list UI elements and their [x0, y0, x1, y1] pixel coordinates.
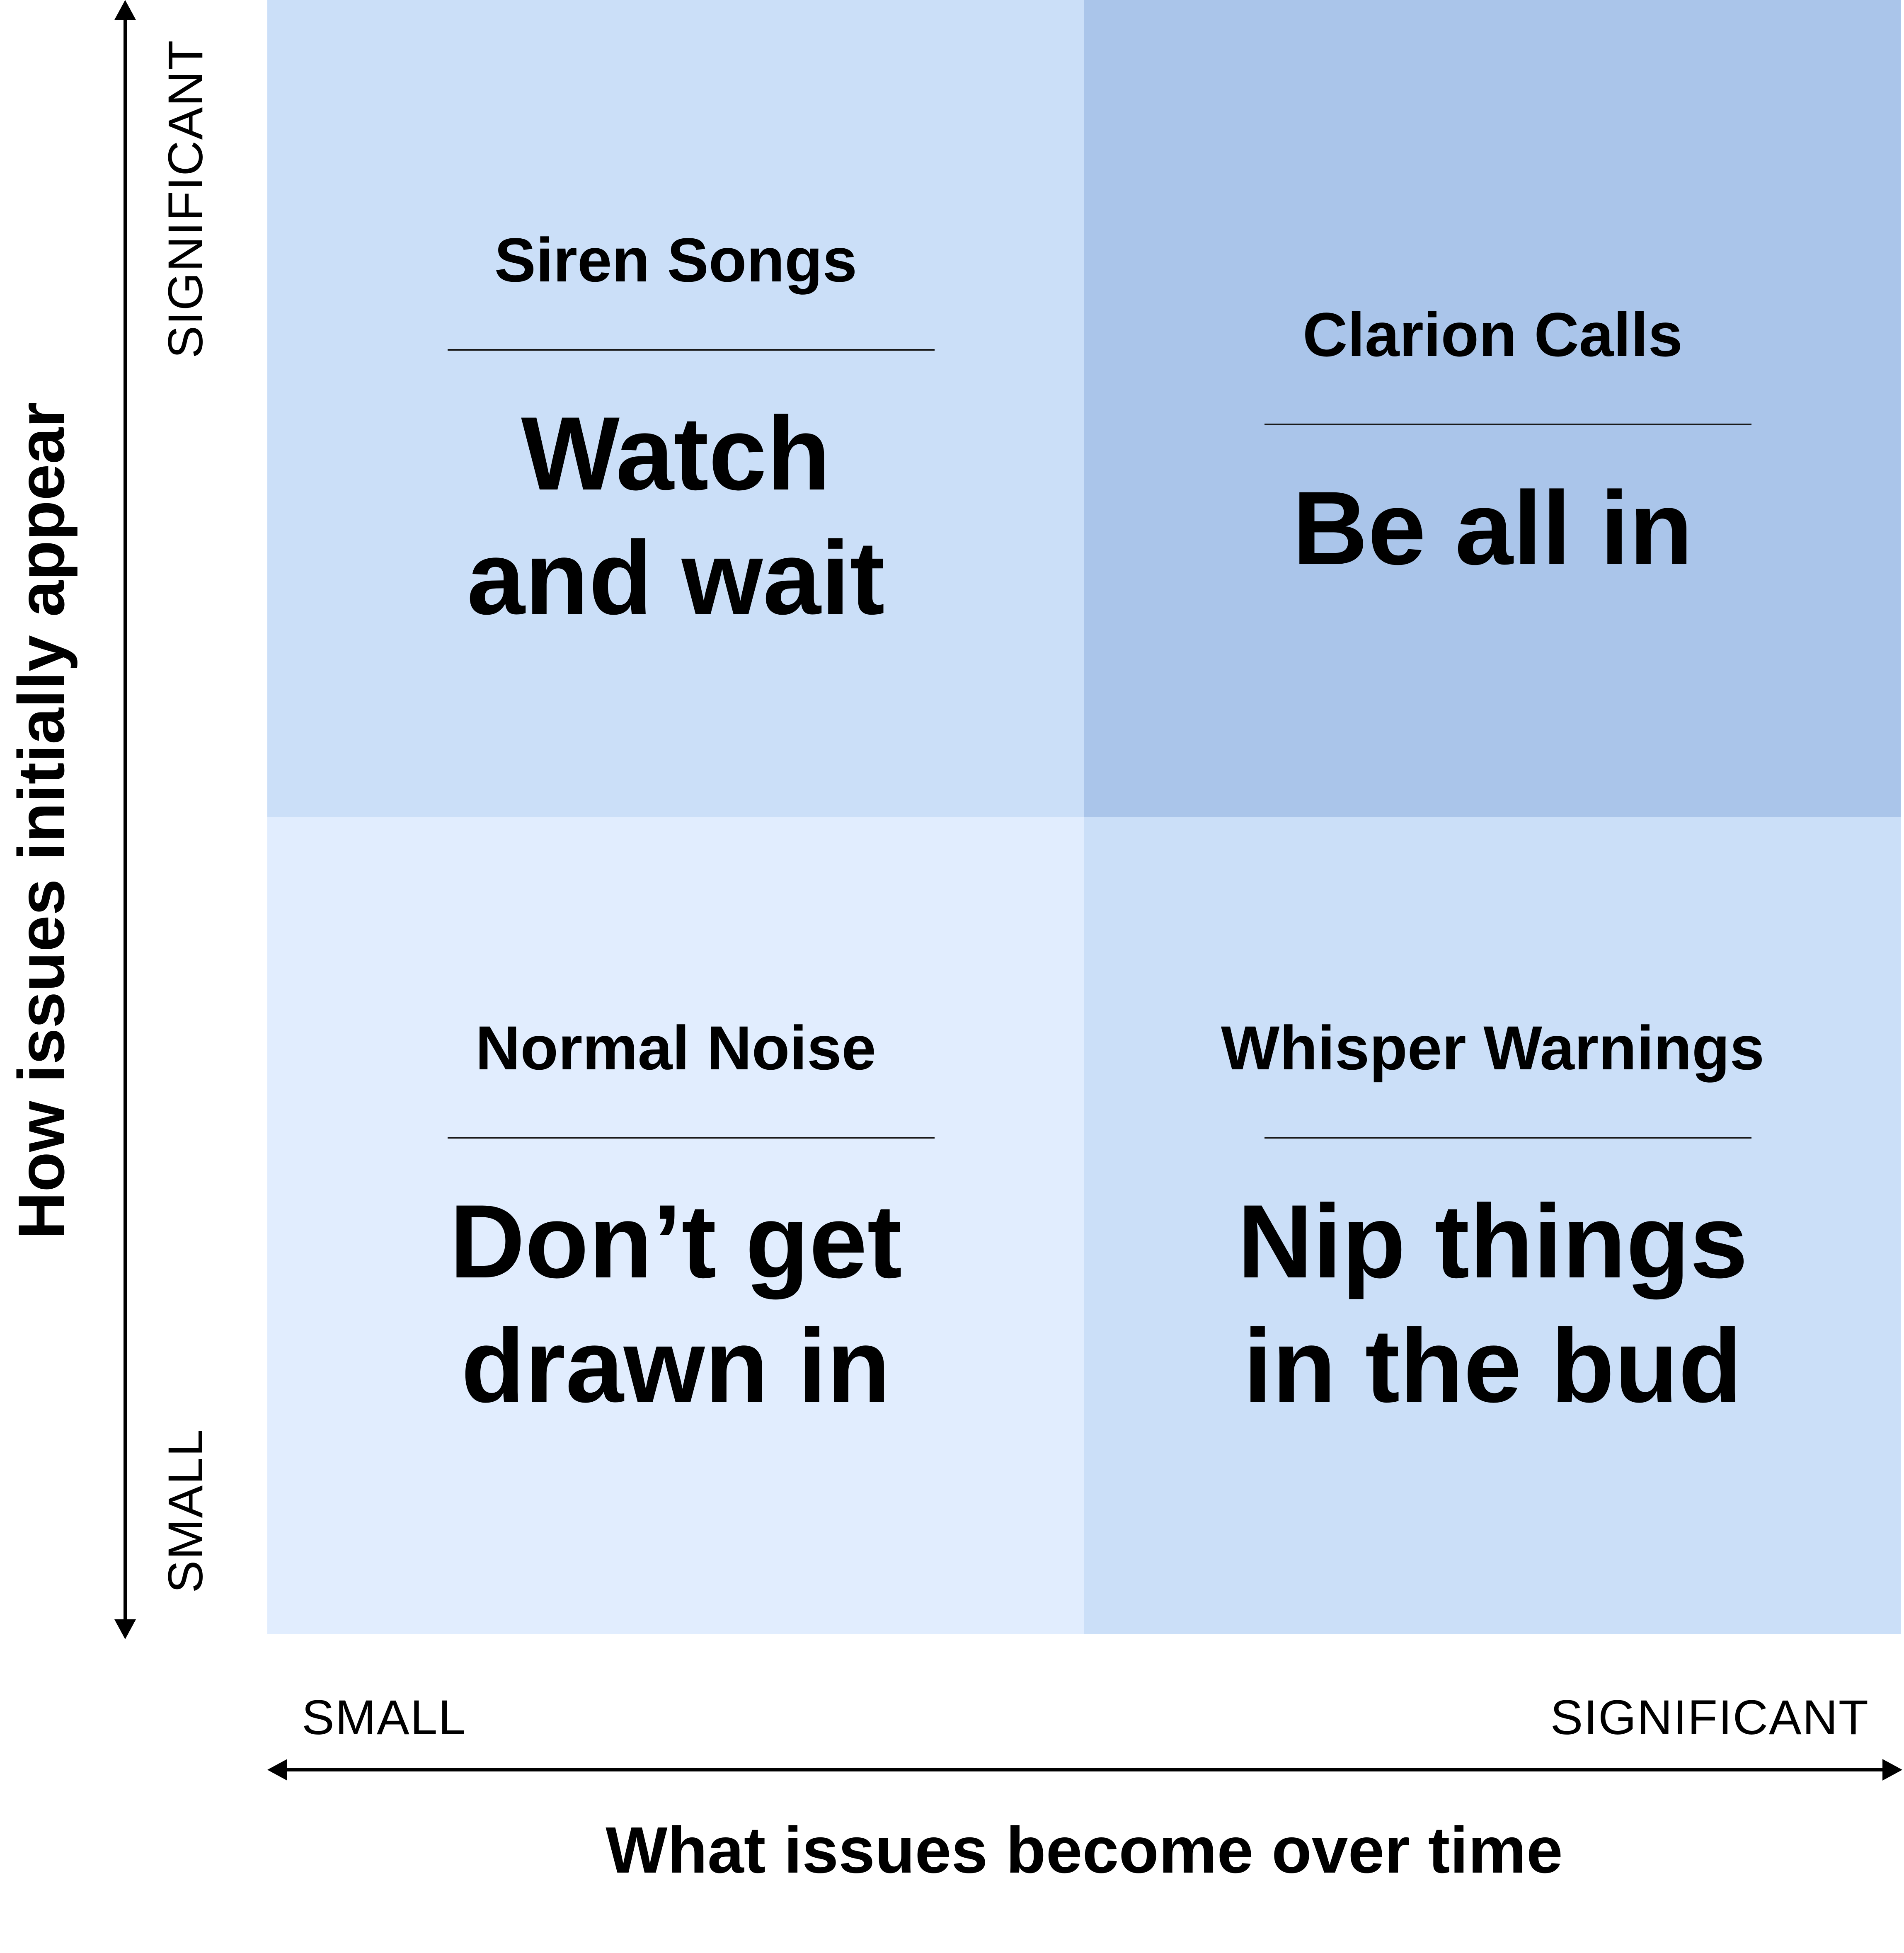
- y-axis-arrowhead-up: [114, 0, 136, 20]
- x-axis-arrow: [267, 1759, 1902, 1781]
- quadrant-action-line: in the bud: [1243, 1308, 1742, 1424]
- quadrant-whisper-warnings: Whisper Warnings Nip things in the bud: [1084, 817, 1901, 1634]
- y-axis-title: How issues initially appear: [5, 402, 78, 1239]
- quadrant-title: Clarion Calls: [1303, 300, 1683, 369]
- x-axis-arrowhead-right: [1882, 1759, 1902, 1781]
- y-axis-arrowhead-down: [114, 1619, 136, 1639]
- quadrant-title: Siren Songs: [494, 225, 858, 295]
- quadrant-action: Don’t get drawn in: [267, 1180, 1084, 1428]
- x-axis-arrowhead-left: [267, 1759, 287, 1781]
- x-axis-title: What issues become over time: [606, 1814, 1563, 1887]
- quadrant-action: Be all in: [1084, 466, 1901, 591]
- quadrant-divider: [448, 1137, 935, 1139]
- quadrant-action: Nip things in the bud: [1084, 1180, 1901, 1428]
- y-axis-arrow: [114, 0, 136, 1639]
- quadrant-action: Watch and wait: [267, 392, 1084, 640]
- quadrant-action-line: Watch: [521, 395, 831, 512]
- quadrant-siren-songs: Siren Songs Watch and wait: [267, 0, 1084, 817]
- quadrant-action-line: and wait: [467, 520, 885, 636]
- y-axis-min-label: SMALL: [158, 1428, 213, 1593]
- quadrant-divider: [1264, 424, 1751, 425]
- quadrant-clarion-calls: Clarion Calls Be all in: [1084, 0, 1901, 817]
- quadrant-action-line: Don’t get: [449, 1183, 902, 1300]
- quadrant-title: Normal Noise: [475, 1013, 876, 1083]
- quadrant-action-line: Nip things: [1237, 1183, 1748, 1300]
- x-axis-min-label: SMALL: [302, 1690, 466, 1745]
- quadrant-divider: [1264, 1137, 1751, 1139]
- quadrant-action-line: Be all in: [1292, 470, 1693, 586]
- y-axis-max-label: SIGNIFICANT: [158, 39, 213, 359]
- quadrant-title: Whisper Warnings: [1221, 1013, 1765, 1083]
- x-axis-max-label: SIGNIFICANT: [1550, 1690, 1869, 1745]
- quadrant-divider: [448, 349, 935, 351]
- quadrant-action-line: drawn in: [461, 1308, 891, 1424]
- quadrant-normal-noise: Normal Noise Don’t get drawn in: [267, 817, 1084, 1634]
